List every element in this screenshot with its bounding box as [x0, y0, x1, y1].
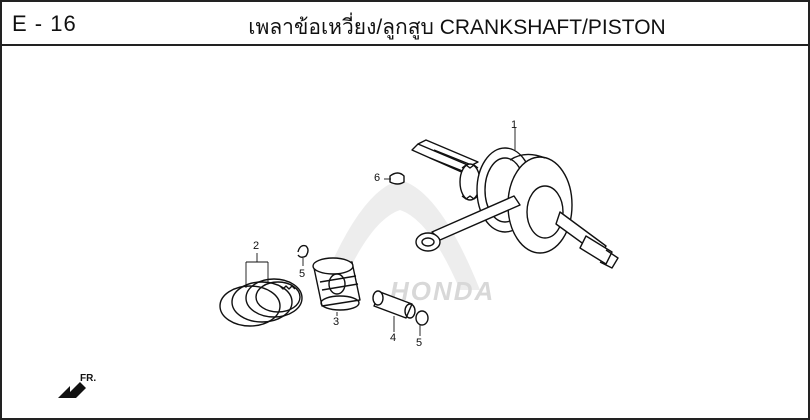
piston-pin	[372, 290, 416, 319]
header-bar: E - 16 เพลาข้อเหวี่ยง/ลูกสูบ CRANKSHAFT/…	[2, 2, 808, 46]
callout-6: 6	[374, 172, 381, 184]
page-title: เพลาข้อเหวี่ยง/ลูกสูบ CRANKSHAFT/PISTON	[248, 16, 666, 39]
front-direction-arrow-icon	[58, 382, 86, 398]
piston	[312, 257, 361, 311]
callout-5-left: 5	[299, 268, 306, 280]
callout-4: 4	[390, 332, 397, 344]
piston-ring-set	[219, 278, 303, 327]
leader-lines	[245, 128, 516, 336]
pin-clip-left	[297, 244, 309, 258]
callout-1: 1	[511, 119, 518, 131]
honda-wordmark-watermark: HONDA	[390, 276, 496, 306]
pin-clip-right	[415, 310, 429, 326]
front-direction-label: FR.	[80, 373, 97, 384]
woodruff-key	[389, 172, 405, 185]
callout-5-right: 5	[416, 337, 423, 349]
crankshaft	[411, 139, 619, 269]
callout-2: 2	[253, 240, 260, 252]
page-code: E - 16	[12, 11, 77, 36]
callout-3: 3	[333, 316, 340, 328]
